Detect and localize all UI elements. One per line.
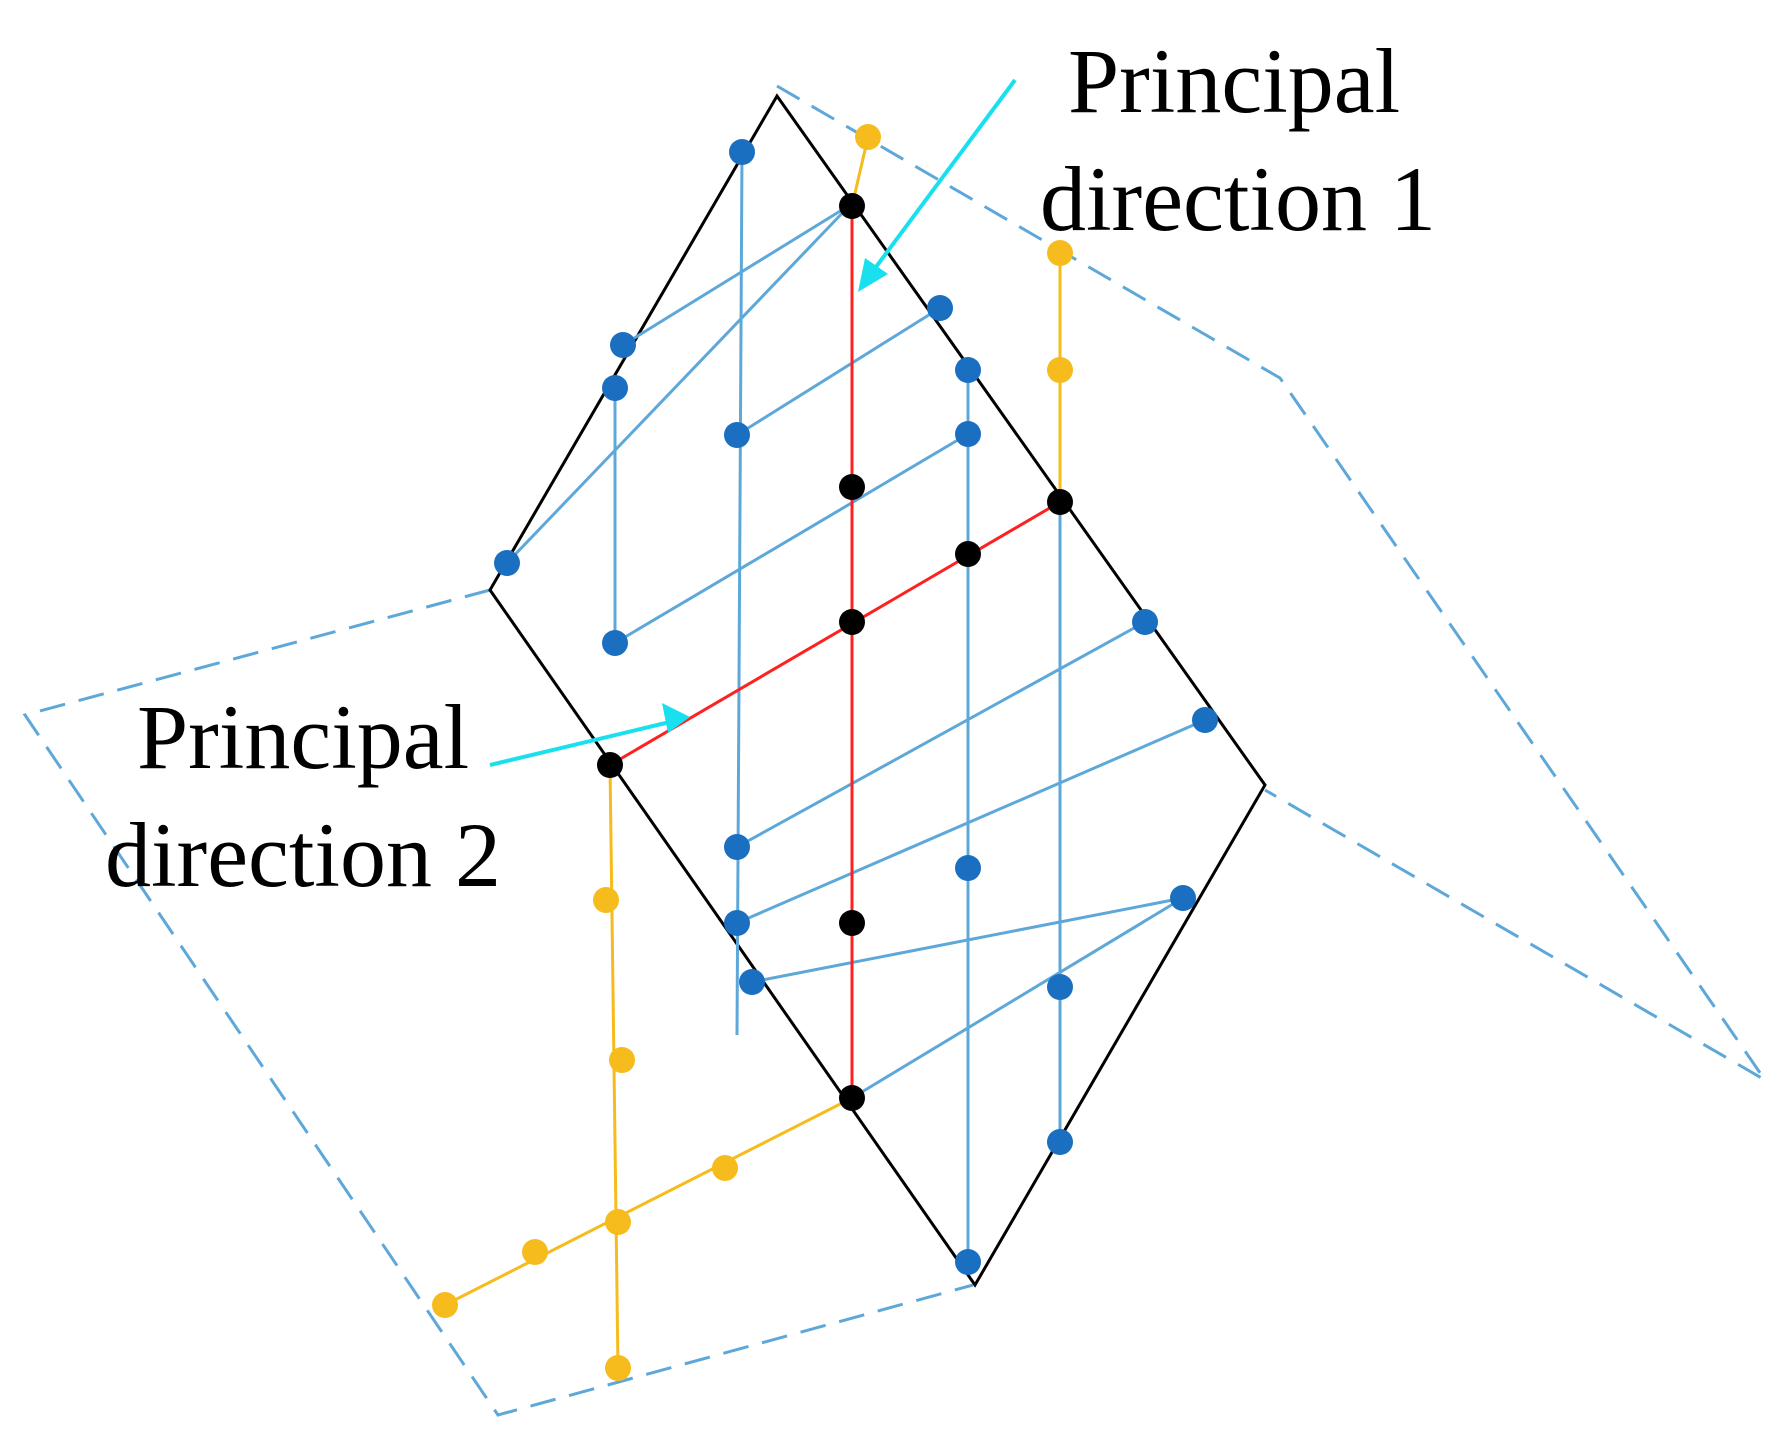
grid-point	[724, 834, 750, 860]
grid-point	[955, 421, 981, 447]
grid-lines-vertical	[613, 151, 1062, 1262]
grid-point	[955, 357, 981, 383]
grid-line	[736, 306, 941, 437]
grid-point	[1170, 885, 1196, 911]
grid-line	[614, 432, 969, 645]
neighbor-point	[593, 887, 619, 913]
grid-lines-diagonal	[505, 203, 1206, 1100]
neighbor-point	[1047, 240, 1073, 266]
grid-point	[602, 375, 628, 401]
central-patch-outline	[488, 93, 1267, 1288]
grid-line	[622, 203, 851, 347]
label-principal-direction-1: Principal direction 1	[1040, 30, 1436, 250]
neighbor-plane-left-outline	[22, 588, 974, 1417]
label-principal-direction-2: Principal direction 2	[105, 686, 501, 906]
neighbor-planes	[22, 84, 1767, 1417]
principal-lines	[609, 206, 1061, 1098]
neighbor-point	[712, 1155, 738, 1181]
label-direction-2-line-2: direction 2	[105, 804, 501, 906]
label-direction-1-line-1: Principal	[1068, 30, 1400, 132]
principal-points	[597, 193, 1073, 1111]
neighbor-point	[432, 1292, 458, 1318]
arrow-1-shaft	[868, 78, 1017, 277]
grid-point	[1132, 609, 1158, 635]
grid-point	[955, 1249, 981, 1275]
neighbor-point	[609, 1047, 635, 1073]
grid-line	[736, 620, 1146, 849]
neighbor-point	[605, 1209, 631, 1235]
grid-line	[851, 896, 1184, 1100]
principal-point	[597, 752, 623, 778]
grid-point	[729, 139, 755, 165]
neighbor-point	[522, 1239, 548, 1265]
grid-point	[955, 855, 981, 881]
grid-point	[602, 630, 628, 656]
grid-point	[1192, 707, 1218, 733]
grid-line	[751, 896, 1184, 984]
neighbor-point	[605, 1355, 631, 1381]
neighbor-points	[432, 124, 1073, 1381]
principal-point	[955, 541, 981, 567]
grid-point	[724, 422, 750, 448]
grid-points	[494, 139, 1218, 1275]
grid-line	[736, 718, 1206, 925]
principal-point	[839, 609, 865, 635]
principal-direction-2-line	[609, 500, 1061, 767]
grid-point	[724, 910, 750, 936]
principal-point	[839, 474, 865, 500]
neighbor-plane-right-outline	[776, 84, 1767, 1082]
principal-point	[839, 1085, 865, 1111]
arrow-2-head	[662, 703, 690, 733]
label-direction-1-line-2: direction 1	[1040, 148, 1436, 250]
grid-point	[927, 295, 953, 321]
neighbor-point	[1047, 357, 1073, 383]
arrow-1-head	[858, 258, 888, 292]
grid-point	[494, 550, 520, 576]
grid-point	[739, 969, 765, 995]
grid-line	[735, 151, 744, 1036]
principal-point	[1047, 489, 1073, 515]
grid-point	[610, 332, 636, 358]
grid-point	[1047, 974, 1073, 1000]
neighbor-point	[855, 124, 881, 150]
arrow-2-shaft	[489, 720, 671, 767]
grid-point	[1047, 1129, 1073, 1155]
principal-point	[839, 193, 865, 219]
neighbor-line	[444, 1096, 853, 1307]
grid-line	[505, 203, 852, 565]
arrows	[489, 78, 1017, 767]
principal-point	[839, 910, 865, 936]
label-direction-2-line-1: Principal	[137, 686, 469, 788]
